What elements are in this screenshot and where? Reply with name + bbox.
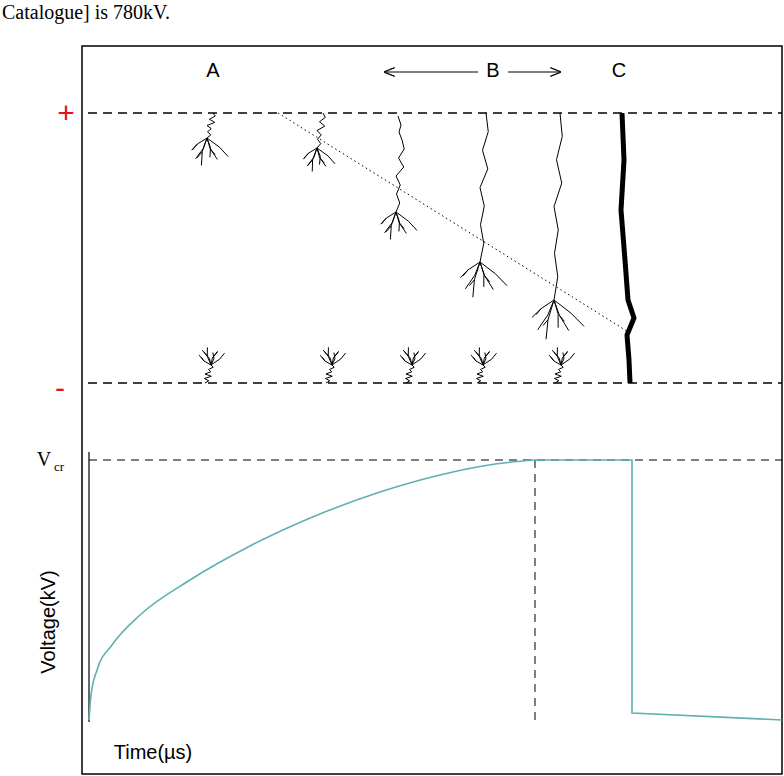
streamer-branch [479, 347, 483, 365]
streamer-branch [207, 138, 228, 156]
streamer-branch [552, 350, 557, 356]
streamer-branch [536, 309, 541, 315]
streamer-branch [412, 353, 426, 365]
streamer-branch [201, 138, 207, 165]
streamer-branch [465, 262, 480, 289]
caption-fragment: Catalogue] is 780kV. [2, 2, 170, 22]
streamer-branch [400, 355, 405, 361]
voltage-collapse [535, 460, 782, 720]
streamer-branch [408, 347, 412, 365]
streamer-stem [554, 113, 562, 300]
critical-voltage-line [89, 459, 782, 460]
streamer-branch [554, 300, 584, 326]
streamer-branch [554, 300, 569, 331]
streamer-branch [484, 352, 489, 358]
span-arrow [508, 71, 560, 72]
span-arrow [385, 71, 478, 72]
positive-electrode [88, 112, 782, 114]
axis-subscript: cr [52, 460, 66, 473]
streamer-branch [403, 350, 408, 356]
streamer-branch [212, 352, 217, 358]
streamer-stem [205, 365, 214, 383]
streamer-branch [562, 352, 567, 358]
streamer-branch [413, 352, 418, 358]
streamer-branch [381, 218, 386, 224]
axis-symbol: V [35, 449, 53, 469]
streamer-branch [303, 153, 308, 159]
streamer-branch [390, 212, 396, 239]
streamer-branch [538, 300, 554, 330]
stage-label: C [610, 60, 628, 80]
streamer-branch [323, 350, 328, 356]
stage-label: B [484, 60, 501, 80]
streamer-branch [485, 276, 490, 282]
streamer-branch [319, 157, 324, 163]
axis-title: Time(µs) [112, 742, 195, 762]
streamer-branch [328, 347, 332, 365]
axis-title: Voltage(kV) [38, 570, 58, 673]
streamer-branch [385, 212, 396, 233]
streamer-branch [202, 350, 207, 356]
streamer-branch [332, 353, 346, 365]
streamer-stem [406, 365, 415, 383]
streamer-branch [199, 355, 204, 361]
streamer-stem [555, 365, 564, 383]
streamer-branch [192, 144, 197, 150]
streamer-stem [477, 365, 486, 383]
figure-frame [82, 46, 782, 774]
streamer-branch [210, 149, 215, 155]
streamer-stem [326, 365, 335, 383]
polarity-sign: + [55, 98, 77, 128]
streamer-branch [386, 226, 391, 232]
streamer-branch [463, 270, 468, 276]
streamer-branch [474, 350, 479, 356]
streamer-branch [308, 160, 313, 166]
streamer-branch [554, 300, 558, 328]
polarity-sign: - [53, 373, 67, 403]
streamer-branch [197, 152, 202, 158]
streamer-branch [469, 280, 474, 286]
streamer-branch [211, 353, 225, 365]
streamer-branch [480, 262, 507, 286]
streamer-branch [543, 320, 548, 326]
streamer-branch [312, 148, 317, 172]
streamer-branch [480, 262, 493, 290]
streamer-branch [207, 347, 211, 365]
streamer-branch [196, 138, 207, 159]
streamer-branch [396, 212, 417, 230]
streamer-stem [317, 113, 325, 148]
voltage-curve [89, 460, 782, 720]
streamer-branch [557, 347, 561, 365]
voltage-axis [88, 452, 89, 722]
streamer-branch [333, 352, 338, 358]
streamer-branch [399, 223, 404, 229]
stage-label: A [204, 60, 221, 80]
streamer-branch [471, 355, 476, 361]
breakdown-channel [621, 113, 634, 383]
streamer-branch [546, 300, 554, 339]
streamer-branch [559, 315, 564, 321]
streamer-branch [480, 262, 484, 287]
leader-progress-line [278, 113, 630, 333]
streamer-branch [317, 148, 335, 164]
streamer-branch [549, 355, 554, 361]
streamer-branch [483, 353, 497, 365]
negative-electrode [88, 382, 782, 384]
streamer-branch [561, 353, 575, 365]
streamer-stem [207, 113, 215, 138]
streamer-stem [480, 113, 488, 262]
streamers [192, 113, 584, 383]
streamer-stem [398, 116, 402, 140]
voltage-rise [89, 460, 535, 720]
streamer-stem [396, 140, 404, 212]
time-marker [535, 460, 536, 720]
streamer-branch [320, 355, 325, 361]
